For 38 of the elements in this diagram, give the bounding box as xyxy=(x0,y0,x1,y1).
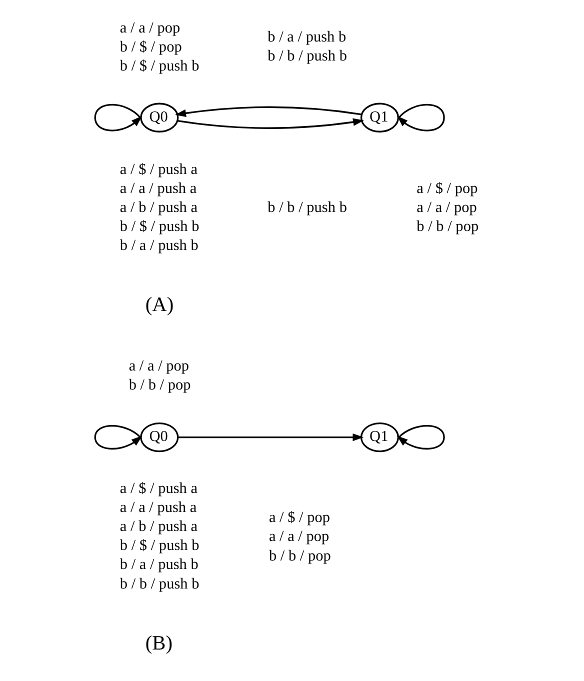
arrow xyxy=(94,425,142,450)
label: a / b / push a xyxy=(119,198,198,216)
node-ellipse: Q0 xyxy=(140,102,178,132)
node-ellipse: Q0 xyxy=(140,422,178,452)
label: a / a / push a xyxy=(119,180,196,197)
label: b / b / push b xyxy=(119,575,199,592)
node-ellipse: Q1 xyxy=(360,102,399,132)
label: b / b / push b xyxy=(267,47,346,64)
label: b / b / push b xyxy=(267,198,346,216)
label: b / a / push b xyxy=(119,556,198,574)
label: (A) xyxy=(144,294,174,316)
label: a / $ / pop xyxy=(416,180,478,197)
label: a / $ / push a xyxy=(119,160,198,178)
label: a / a / pop xyxy=(128,358,189,375)
label: b / $ / push b xyxy=(119,537,199,554)
arrow xyxy=(396,425,444,450)
arrow xyxy=(94,104,142,132)
arrow xyxy=(177,433,364,442)
arrow xyxy=(176,118,364,129)
label: a / $ / pop xyxy=(268,509,330,526)
label: b / $ / push b xyxy=(119,58,199,75)
node-ellipse: Q1 xyxy=(360,422,399,452)
label: a / $ / push a xyxy=(119,480,198,497)
label: a / a / pop xyxy=(119,19,180,36)
arrow xyxy=(396,104,444,132)
label: b / a / push b xyxy=(119,237,198,254)
arrow xyxy=(174,106,362,117)
label: b / $ / push b xyxy=(119,218,199,236)
label: b / b / pop xyxy=(128,376,190,394)
label: b / a / push b xyxy=(267,28,346,46)
label: a / a / pop xyxy=(416,198,476,216)
label: b / b / pop xyxy=(268,547,330,564)
label: b / b / pop xyxy=(416,218,478,236)
label: a / a / pop xyxy=(268,528,329,546)
label: (B) xyxy=(144,632,172,655)
label: a / b / push a xyxy=(119,518,198,536)
label: b / $ / pop xyxy=(119,38,182,56)
label: a / a / push a xyxy=(119,498,196,516)
